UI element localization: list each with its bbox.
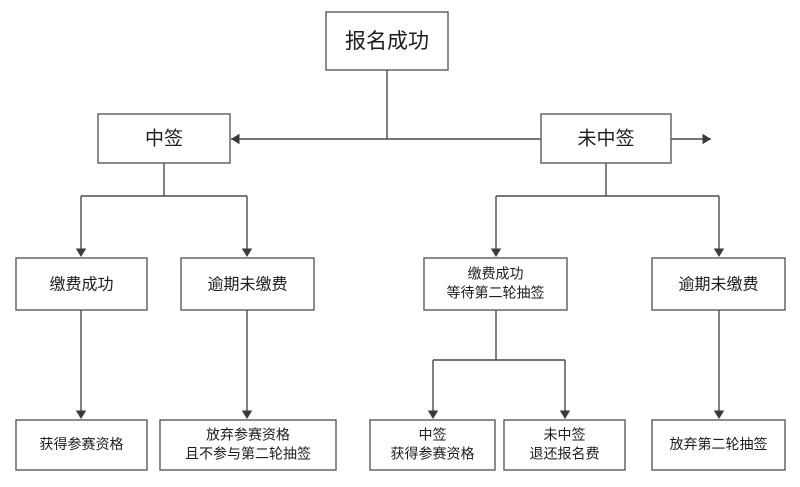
- node-label: 未中签: [577, 128, 634, 150]
- node-box[interactable]: [651, 257, 786, 311]
- arrowhead-icon: [559, 410, 571, 419]
- node-label: 未中签: [544, 427, 586, 444]
- node-forfeit-second-round-lottery[interactable]: 放弃第二轮抽签: [651, 419, 786, 471]
- node-payment-success-left[interactable]: 缴费成功: [15, 257, 148, 311]
- node-label: 退还报名费: [530, 447, 600, 463]
- node-box[interactable]: [159, 419, 337, 471]
- node-box[interactable]: [423, 257, 568, 311]
- arrowhead-icon: [241, 410, 253, 419]
- node-label: 且不参与第二轮抽签: [185, 446, 311, 463]
- node-overdue-unpaid-left[interactable]: 逾期未缴费: [180, 257, 315, 311]
- node-won-lottery[interactable]: 中签: [97, 113, 231, 164]
- arrowhead-icon: [231, 133, 240, 145]
- node-label: 报名成功: [345, 29, 429, 53]
- node-registration-success[interactable]: 报名成功: [325, 11, 449, 71]
- node-box[interactable]: [15, 257, 148, 311]
- node-box[interactable]: [97, 113, 231, 164]
- node-label: 放弃第二轮抽签: [670, 436, 768, 453]
- node-label: 中签: [145, 128, 183, 150]
- node-label: 逾期未缴费: [207, 275, 287, 294]
- node-box[interactable]: [15, 419, 148, 471]
- node-box[interactable]: [651, 419, 786, 471]
- node-label: 获得参赛资格: [391, 446, 475, 463]
- edge-not-won-lottery-fork: [490, 163, 725, 257]
- node-obtain-competition-eligibility[interactable]: 获得参赛资格: [15, 419, 148, 471]
- edge-overdue-right-to-forfeit-second-round: [713, 310, 725, 419]
- arrowhead-icon: [713, 410, 725, 419]
- arrowhead-icon: [75, 248, 87, 257]
- node-box[interactable]: [325, 11, 449, 71]
- edges-layer: [75, 70, 725, 419]
- node-not-won-lottery[interactable]: 未中签: [540, 113, 672, 164]
- node-label: 缴费成功: [49, 275, 113, 294]
- edge-overdue-to-forfeit-eligibility: [241, 310, 253, 419]
- node-label: 等待第二轮抽签: [447, 285, 545, 302]
- node-label: 缴费成功: [468, 267, 524, 283]
- arrowhead-icon: [241, 248, 253, 257]
- nodes-layer: 报名成功中签未中签缴费成功逾期未缴费缴费成功等待第二轮抽签逾期未缴费获得参赛资格…: [15, 11, 786, 471]
- arrowhead-icon: [490, 248, 502, 257]
- node-box[interactable]: [369, 419, 496, 471]
- node-label: 放弃参赛资格: [206, 427, 290, 444]
- node-label: 中签: [419, 427, 447, 444]
- node-overdue-unpaid-right[interactable]: 逾期未缴费: [651, 257, 786, 311]
- edge-won-lottery-fork: [75, 163, 253, 257]
- node-box[interactable]: [180, 257, 315, 311]
- edge-second-round-lottery-fork: [427, 310, 571, 419]
- arrowhead-icon: [427, 410, 439, 419]
- edge-payment-success-to-eligibility: [75, 310, 87, 419]
- node-label: 逾期未缴费: [678, 275, 758, 294]
- arrowhead-icon: [75, 410, 87, 419]
- node-label: 获得参赛资格: [40, 436, 124, 453]
- arrowhead-icon: [702, 133, 711, 145]
- node-box[interactable]: [540, 113, 672, 164]
- node-box[interactable]: [503, 419, 626, 471]
- arrowhead-icon: [713, 248, 725, 257]
